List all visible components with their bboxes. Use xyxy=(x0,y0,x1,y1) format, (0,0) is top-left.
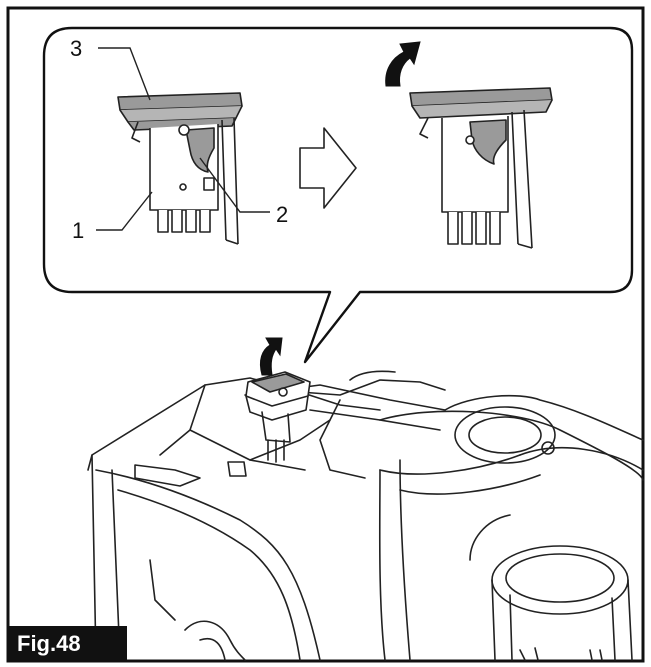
lift-arrow-small xyxy=(259,337,283,376)
callout-number-3: 3 xyxy=(70,36,82,61)
lift-arrow-large xyxy=(385,41,421,87)
callout-number-2: 2 xyxy=(276,202,288,227)
leader-lines xyxy=(96,47,270,231)
figure-label: Fig.48 xyxy=(9,626,127,662)
transition-arrow-icon xyxy=(299,127,357,209)
callout-number-1: 1 xyxy=(72,218,84,243)
switch-detail-before xyxy=(117,92,243,245)
switch-detail-after xyxy=(409,87,553,249)
tool-body-drawing xyxy=(87,370,644,661)
